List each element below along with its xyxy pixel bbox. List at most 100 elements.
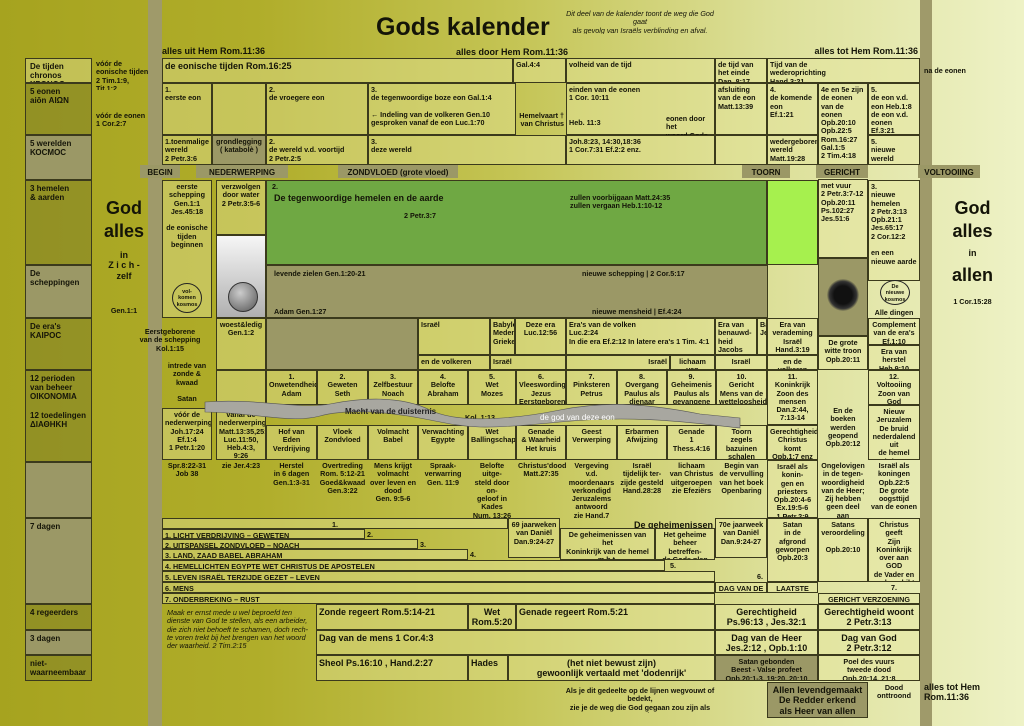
cell-voor-eonische: vóór de eonische tijden 2 Tim.1:9, Tit.1… [96, 59, 149, 90]
cell-dodenrijk: (het niet bewust zijn) gewoonlijk vertaa… [508, 655, 715, 681]
cell-en-volkeren: en de volkeren [418, 355, 490, 370]
cell-witte-troon: De grote witte troon Opb.20:11 [818, 336, 868, 370]
box-green-box [266, 180, 767, 265]
cell-eras-volken: Era's van de volken Luc.2:24 In die era … [566, 318, 715, 355]
cell-lab-dagen7: 7 dagen [25, 518, 92, 604]
cell-satan-afgrond: Satan in de afgrond geworpen Opb.20:3 [767, 518, 818, 582]
cell-e6: Christus'dood Matt.27:35 [518, 461, 566, 479]
cell-vanaf-nederwerping: vanaf de nederwerping Matt.13:35,25:34 L… [216, 408, 266, 460]
cell-poel: Poel des vuurs tweede dood Opb.20:14, 21… [818, 655, 920, 681]
cell-nieuwe-kosmos: De nieuwe kosmos [880, 280, 910, 305]
cell-e4: Spraak- verwarring Gen. 11:9 [424, 461, 462, 487]
cell-d5: 5. LEVEN ISRAËL TERZIJDE GEZET – LEVEN [162, 571, 715, 582]
box-lime-box [767, 180, 818, 265]
cell-t2: Vloek Zondvloed [317, 425, 368, 460]
cell-lab-scheppingen: De scheppingen [25, 265, 92, 318]
cell-jaarweken69: 69 jaarweken van Daniël Dan.9:24-27 [508, 518, 560, 558]
cell-dood-onttroond: Dood onttroond 1 Cor.15 ⟶ [874, 683, 914, 702]
cell-d1n: 2. [367, 530, 373, 539]
cell-d3n: 4. [470, 550, 476, 559]
cell-lab-eras: De era's ΚΑΙΡΟC [25, 318, 92, 370]
cell-sheol: Sheol Ps.16:10 , Hand.2:27 [316, 655, 468, 681]
cell-e12: Israël als koningen Opb.22:5 De grote oo… [871, 461, 917, 512]
cell-genade-regeert: Genade regeert Rom.5:21 [516, 604, 715, 630]
cell-deze-era: Deze era Luc.12:56 [515, 318, 566, 355]
cell-satans-veroordeling: Satans veroordeling Opb.20:10 [818, 518, 868, 582]
cell-zonde-regeert: Zonde regeert Rom.5:14-21 [316, 604, 468, 630]
cell-god-right-in: in [968, 248, 977, 258]
cell-satan-gebonden: Satan gebonden Beest - Valse profeet Opb… [715, 655, 818, 681]
cell-e1: Herstel in 6 dagen Gen.1:3-31 [273, 461, 310, 487]
cell-lab-niet: niet- waarneembaar [25, 655, 92, 681]
cell-t3: Volmacht Babel [368, 425, 418, 460]
cell-nieuwe-mensheid: nieuwe mensheid | Ef.4:24 [592, 307, 682, 316]
box-note-top: Dit deel van de kalender toont de weg di… [566, 9, 714, 34]
cell-israel-b: Israël [490, 355, 566, 370]
box-alles-uit: alles uit Hem Rom.11:36 [162, 46, 266, 56]
cell-tag-nederwerping: NEDERWERPING [196, 165, 288, 178]
cell-alle-dingen: Alle dingen nieuw [874, 308, 914, 318]
cell-verzwolgen: verzwolgen door water 2 Petr.3:5-6 [216, 180, 266, 235]
cell-eon5: 5. de eon v.d. eon Heb.1:8 de eon v.d. e… [868, 83, 920, 135]
cell-levende-zielen: levende zielen Gen.1:20-21 [274, 269, 366, 278]
box-blank-lab [25, 462, 92, 518]
cell-d6c: LAATSTE ADAM [767, 582, 818, 593]
cell-d3: 3. LAND, ZAAD BABEL ABRAHAM [162, 549, 468, 560]
snake-label-2: de god van deze eon [540, 413, 615, 422]
cell-nieuw-jeruzalem: Nieuw Jeruzalem De bruid nederdalend uit… [868, 405, 920, 460]
cell-eerstgeborene: Eerstgeborene van de schepping Kol.1:15 [139, 327, 201, 353]
cell-nieuwe-schepping: nieuwe schepping | 2 Cor.5:17 [582, 269, 685, 278]
box-sphere-box [216, 235, 266, 318]
cell-t11: Gerechtigheid Christus komt Opb.1:7 enz … [767, 425, 818, 460]
cell-era-rijken: Babylon Meden/Perzen Griekenland [490, 318, 515, 355]
cell-grondlegging: grondlegging ( katabolè ) [212, 135, 266, 165]
cell-israel-c: Israël [566, 355, 670, 370]
cell-nieuwe-hemelen: 3. nieuwe hemelen 2 Petr.3:13 Opb.21:1 J… [868, 180, 920, 281]
cell-e7: Vergeving v.d. moordenaars verkondigd Je… [568, 461, 615, 518]
cell-hades: Hades [468, 655, 508, 681]
cell-geheimenissen: De geheimenissen [633, 520, 713, 528]
cell-god-right-ref: 1 Cor.15:28 [953, 297, 992, 306]
cell-adam: Adam Gen.1:27 [274, 307, 327, 316]
cell-lab-hemelen: 3 hemelen & aarden [25, 180, 92, 265]
cell-wereld3: 3. deze wereld [368, 135, 566, 165]
cell-jaarweek70: 70e jaarweek van Daniël Dan.9:24-27 [715, 518, 767, 558]
cell-d2: 2. UITSPANSEL ZONDVLOED – NOACH [162, 539, 418, 549]
cell-kol113: Kol. 1:13 [465, 413, 495, 422]
cell-eonische-tijden: de eonische tijden Rom.16:25 [162, 58, 513, 83]
cell-voor-nederwerping: vóór de nederwerping Joh.17:24 Ef.1:4 1 … [162, 408, 212, 460]
cell-d7b: GERICHT VERZOENING [818, 593, 920, 604]
cell-dag-heer: Dag van de Heer Jes.2:12 , Opb.1:10 [715, 630, 818, 655]
box-alles-tot-bottom: alles tot Hem Rom.11:36 [924, 682, 981, 703]
cell-p10: 10. Gericht Mens van de wetteloosheid [716, 370, 767, 405]
cell-god-left-ref: Gen.1:1 [110, 306, 138, 315]
cell-wedergeboren: wedergeboren wereld Matt.19:28 [767, 135, 818, 165]
cell-p12: 12. Voltooiing Zoon van God [868, 370, 920, 405]
cell-geh-koninkrijk: De geheimenissen van het Koninkrijk van … [560, 528, 655, 560]
cell-god-left-in: in Z i c h - zelf [108, 250, 140, 281]
cell-petr37: 2 Petr.3:7 [404, 211, 436, 220]
box-era-grey [266, 318, 418, 370]
cell-afsluiting: afsluiting van de eon Matt.13:39 [715, 83, 767, 135]
cell-lab-perioden: 12 perioden van beheer ΟΙΚΟΝΟΜΙΑ 12 toed… [25, 370, 92, 462]
cell-eon2: 2. de vroegere eon [266, 83, 368, 135]
cell-god-right-allen: allen [951, 265, 994, 285]
cell-volkomen-kosmos: vol- komen kosmos [172, 283, 202, 313]
cell-complement: Complement van de era's Ef.1:10 [868, 318, 920, 345]
cell-p6: 6. Vleeswording Jezus Eerstgeborene uit … [516, 370, 566, 405]
cell-p1: 1. Onwetendheid Adam [266, 370, 317, 405]
box-sphere-dark-box [818, 258, 868, 336]
cell-lab-tijden: De tijden chronos ΧΡΟΝΟC [25, 58, 92, 83]
cell-p4: 4. Belofte Abraham [418, 370, 468, 405]
cell-met-vuur: met vuur 2 Petr.3:7-12 Opb.20:11 Ps.102:… [818, 179, 868, 258]
cell-d7n: 7. WEDERZIJDSE [870, 583, 920, 593]
cell-cor44: 2 Cor.4:4 [664, 411, 696, 420]
cell-d4n: 5. [670, 561, 676, 570]
cell-wet-regeert: Wet Rom.5:20 [468, 604, 516, 630]
cell-eonen-woord: eonen door het woord Gods tot stand gebr… [666, 114, 708, 135]
divider-right [920, 0, 932, 726]
cell-e10: Begin van de vervulling van het boek Ope… [719, 461, 764, 495]
cell-t10: Toorn zegels bazuinen schalen [716, 425, 767, 460]
cell-dag-mens: Dag van de mens 1 Cor.4:3 [316, 630, 715, 655]
cell-p2: 2. Geweten Seth [317, 370, 368, 405]
